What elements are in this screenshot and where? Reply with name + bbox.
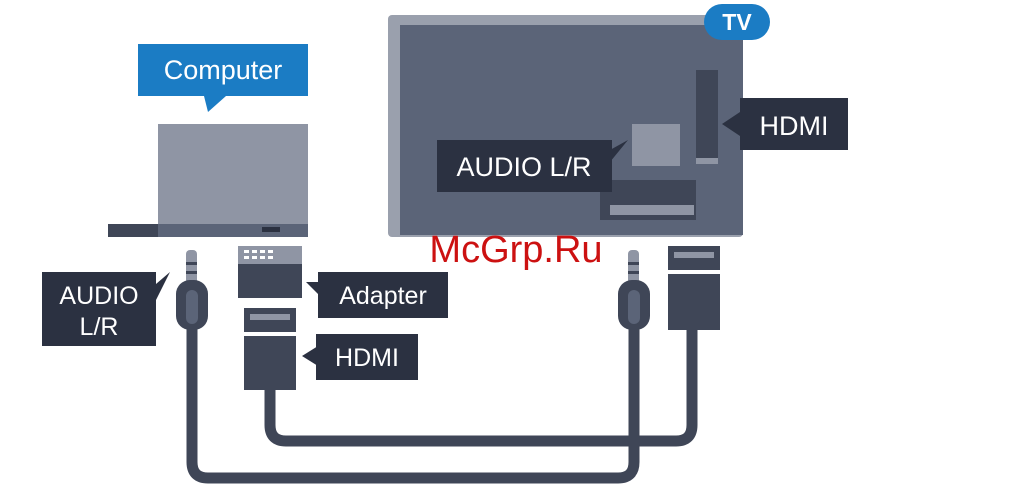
left-jack-ring-2 — [186, 271, 197, 274]
tv-port-block-light — [610, 205, 694, 215]
tv-audio-port — [632, 124, 680, 166]
left-jack-ring-1 — [186, 262, 197, 265]
adapter-label-text: Adapter — [339, 282, 427, 310]
pc-audio-label-pointer — [156, 272, 170, 300]
cable-hdmi-label-pointer — [302, 346, 318, 366]
left-hdmi-plug-slot — [250, 314, 290, 320]
right-jack-body-inner — [628, 290, 640, 324]
left-hdmi-plug-body — [244, 336, 296, 390]
tv-hdmi-label: HDMI — [722, 98, 848, 150]
cable-hdmi-label-text: HDMI — [335, 344, 399, 372]
computer-callout-text: Computer — [164, 55, 283, 85]
left-audio-jack — [176, 250, 208, 330]
right-jack-ring-2 — [628, 271, 639, 274]
tv-badge-label: TV — [722, 9, 752, 35]
left-jack-body-inner — [186, 290, 198, 324]
right-audio-jack — [618, 250, 650, 330]
right-hdmi-plug-body — [668, 274, 720, 330]
tv-audio-label: AUDIO L/R — [437, 140, 628, 192]
computer-callout-pointer — [204, 96, 226, 112]
laptop — [108, 124, 308, 237]
right-hdmi-plug — [668, 246, 720, 330]
pc-audio-label-line2: L/R — [80, 313, 119, 341]
right-jack-pin — [628, 250, 639, 284]
adapter — [238, 246, 302, 298]
adapter-label: Adapter — [306, 272, 448, 318]
computer-callout: Computer — [138, 44, 308, 112]
tv — [388, 15, 743, 237]
left-hdmi-plug — [244, 308, 296, 390]
laptop-screen — [158, 124, 308, 224]
cable-hdmi-label: HDMI — [302, 334, 418, 380]
laptop-base-light — [158, 224, 308, 237]
tv-hdmi-label-text: HDMI — [760, 111, 829, 141]
adapter-head — [238, 246, 302, 264]
pc-audio-label: AUDIO L/R — [42, 272, 170, 346]
watermark: McGrp.Ru — [429, 229, 602, 271]
right-jack-ring-1 — [628, 262, 639, 265]
adapter-body — [238, 264, 302, 298]
adapter-label-pointer — [306, 282, 320, 296]
tv-hdmi-port — [696, 70, 718, 158]
tv-audio-label-text: AUDIO L/R — [456, 152, 591, 182]
tv-badge: TV — [704, 4, 770, 40]
tv-hdmi-port-notch — [696, 158, 718, 164]
laptop-port — [262, 227, 280, 232]
pc-audio-label-line1: AUDIO — [59, 282, 138, 310]
left-jack-pin — [186, 250, 197, 284]
right-hdmi-plug-slot — [674, 252, 714, 258]
